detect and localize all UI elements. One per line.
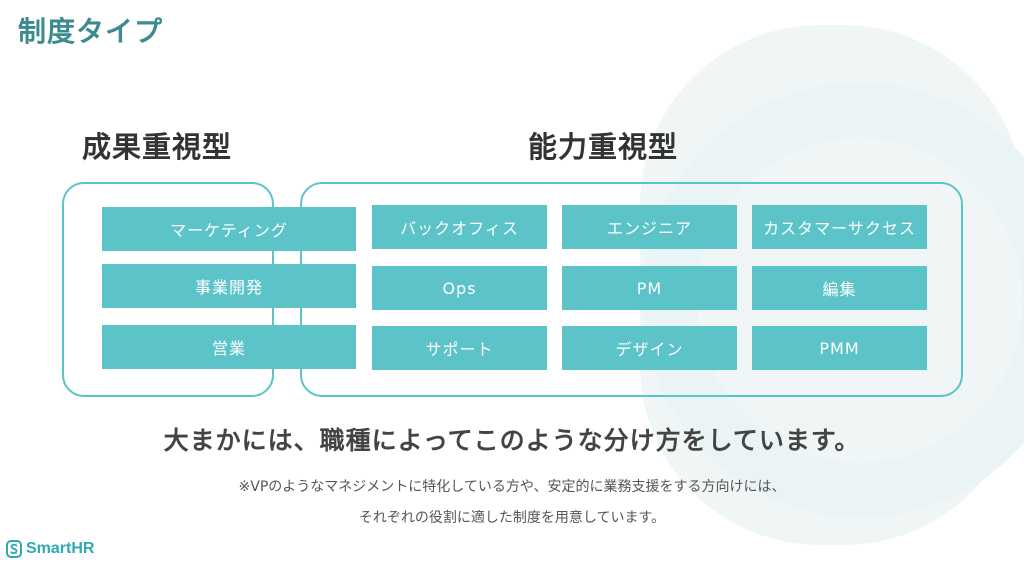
role-tile-marketing: マーケティング bbox=[102, 207, 356, 251]
role-tile-ops: Ops bbox=[372, 266, 547, 310]
role-tile-editorial: 編集 bbox=[752, 266, 927, 310]
smarthr-logo: SmartHR bbox=[6, 540, 94, 558]
performance-heading: 成果重視型 bbox=[82, 130, 233, 164]
role-tile-customer-success: カスタマーサクセス bbox=[752, 205, 927, 249]
role-tile-engineer: エンジニア bbox=[562, 205, 737, 249]
logo-text: SmartHR bbox=[26, 540, 95, 557]
note-line-2: それぞれの役割に適した制度を用意しています。 bbox=[358, 510, 666, 526]
role-tile-back-office: バックオフィス bbox=[372, 205, 547, 249]
description-text: 大まかには、職種によってこのような分け方をしています。 bbox=[163, 426, 861, 455]
smarthr-logo-icon bbox=[6, 540, 22, 558]
role-tile-sales: 営業 bbox=[102, 325, 356, 369]
role-tile-pmm: PMM bbox=[752, 326, 927, 370]
ability-heading: 能力重視型 bbox=[528, 130, 679, 164]
role-tile-business-development: 事業開発 bbox=[102, 264, 356, 308]
role-tile-design: デザイン bbox=[562, 326, 737, 370]
note-line-1: ※VPのようなマネジメントに特化している方や、安定的に業務支援をする方向けには、 bbox=[238, 479, 786, 495]
role-tile-pm: PM bbox=[562, 266, 737, 310]
slide-title: 制度タイプ bbox=[18, 15, 164, 48]
role-tile-support: サポート bbox=[372, 326, 547, 370]
